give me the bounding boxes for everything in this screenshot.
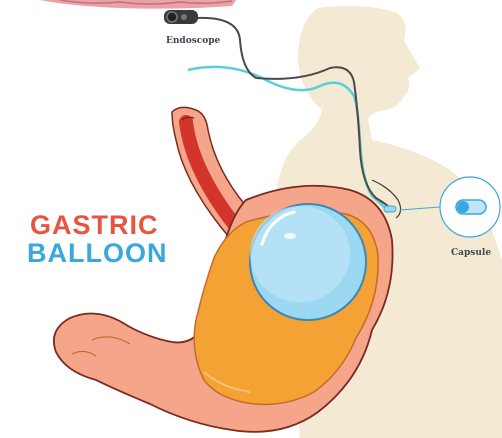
title-balloon: BALLOON xyxy=(27,240,167,267)
capsule-icon xyxy=(456,200,486,214)
gastric-balloon xyxy=(250,204,366,320)
anatomy-fragment xyxy=(40,0,236,9)
title-gastric: GASTRIC xyxy=(30,212,159,239)
endoscope-tip xyxy=(384,206,396,212)
endoscope-label: Endoscope xyxy=(166,36,220,46)
capsule-label: Capsule xyxy=(451,248,491,258)
endoscope-handle xyxy=(164,10,198,24)
